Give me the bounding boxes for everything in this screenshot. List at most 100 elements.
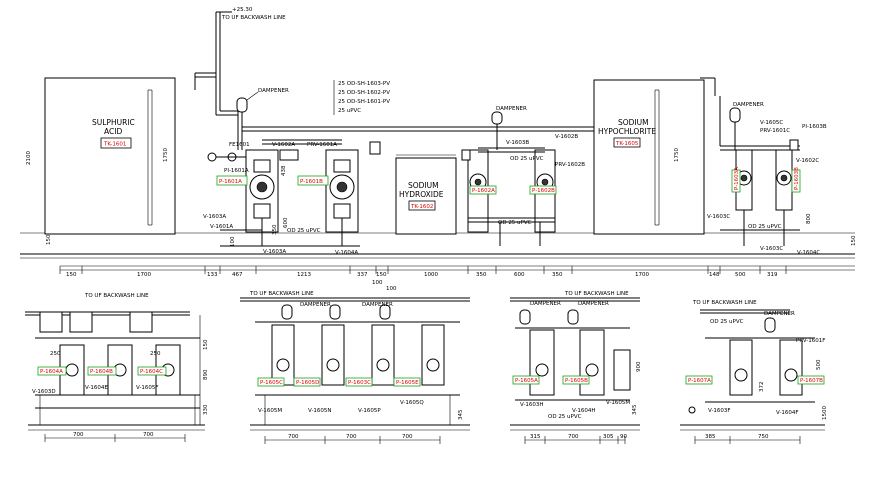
v1603a-bottom-label: V-1603A <box>263 249 286 255</box>
d2-tag-4: V-1605Q <box>400 400 424 406</box>
sodium-hydroxide-tank <box>395 154 457 235</box>
pi1601a-label: PI-1601A <box>224 168 249 174</box>
d1-vdim-2: 330 <box>203 404 209 415</box>
hypochlorite-name-2: HYPOCHLORITE <box>598 127 656 136</box>
d4-tag-3: PRV-1601F <box>796 338 825 344</box>
dampener-label-1: DAMPENER <box>258 88 289 94</box>
d2-dim-1: 700 <box>288 434 299 440</box>
d1-pump-2: P-1604B <box>90 369 113 375</box>
d3-dampener-2: DAMPENER <box>578 301 609 307</box>
d2-dim-2: 700 <box>346 434 357 440</box>
d1-tag-1: V-1603D <box>32 389 56 395</box>
v1602a-label: V-1602A <box>272 142 295 148</box>
pipe-list-3: 25 OD-SH-1601-PV <box>338 99 390 105</box>
dim-top-3: 133 <box>207 272 218 278</box>
dim-top-15: 319 <box>767 272 778 278</box>
pump-set-1 <box>207 139 381 247</box>
hydroxide-tag: TK-1602 <box>410 204 433 210</box>
d3-tag-1: V-1603H <box>520 402 544 408</box>
d3-dim-3: 305 <box>603 434 614 440</box>
d2-tag-2: V-1605N <box>308 408 332 414</box>
dim-top-8: 1000 <box>424 272 438 278</box>
dim-top-6: 337 <box>357 272 368 278</box>
sulphuric-tag: TK-1601 <box>103 142 126 148</box>
dim-top-7: 150 <box>376 272 387 278</box>
d4-pump-1: P-1607A <box>688 378 711 384</box>
dim-top-10: 600 <box>514 272 525 278</box>
v1605c-label: V-1605C <box>760 120 783 126</box>
sodium-hypochlorite-tank <box>593 77 716 235</box>
d1-vdim-5: 150 <box>203 339 209 350</box>
d2-dim-3: 700 <box>402 434 413 440</box>
prv1601c-label: PRV-1601C <box>760 128 790 134</box>
v1604c-label: V-1604C <box>797 250 820 256</box>
d4-dampener: DAMPENER <box>764 311 795 317</box>
dampener-left <box>236 91 259 113</box>
dim-v-8: 1750 <box>674 148 680 162</box>
d3-pump-2: P-1605B <box>565 378 588 384</box>
pi1603b-label: PI-1603B <box>802 124 827 130</box>
d2-dampener-2: DAMPENER <box>362 302 393 308</box>
sulphuric-name-1: SULPHURIC <box>92 118 135 127</box>
pipe-od25-label-3: OD 25 uPVC <box>498 220 532 226</box>
d4-vdim-2: 372 <box>759 382 765 393</box>
d3-dampener-1: DAMPENER <box>530 301 561 307</box>
pump-tag-top-1: P-1601A <box>219 179 242 185</box>
d2-vdim-1: 345 <box>458 409 464 420</box>
pump-tag-top-3: P-1602A <box>472 188 495 194</box>
d1-dim-1: 700 <box>73 432 84 438</box>
dim-v-6: 600 <box>283 217 289 228</box>
prv1601a-label: PRV-1601A <box>307 142 337 148</box>
hydroxide-name-2: HYDROXIDE <box>399 190 444 199</box>
d1-pump-3: P-1604C <box>140 369 163 375</box>
d4-label: TO UF BACKWASH LINE <box>692 300 757 306</box>
dim-v-4: 438 <box>281 165 287 176</box>
d3-dim-4: 90 <box>620 434 627 440</box>
dim-top-17: 100 <box>386 286 397 292</box>
pipe-list-2: 25 OD-SH-1602-PV <box>338 90 390 96</box>
pipe-od25-label-4: OD 25 uPVC <box>748 224 782 230</box>
dim-v-3: 150 <box>46 234 52 245</box>
dim-v-2: 1750 <box>163 148 169 162</box>
detail-4 <box>680 309 825 444</box>
d3-dim-1: 315 <box>530 434 541 440</box>
dim-v-1: 2100 <box>26 151 32 165</box>
d2-tag-3: V-1605P <box>358 408 381 414</box>
d3-tag-3: V-1605M <box>606 400 630 406</box>
dim-top-2: 1700 <box>137 272 151 278</box>
d2-pump-3: P-1603C <box>348 380 371 386</box>
dim-top-12: 1700 <box>635 272 649 278</box>
d1-vdim-4: 250 <box>150 351 161 357</box>
dim-v-5: 350 <box>272 224 278 235</box>
sulphuric-name-2: ACID <box>104 127 122 136</box>
dim-top-14: 500 <box>735 272 746 278</box>
d1-dim-2: 700 <box>143 432 154 438</box>
d1-pump-1: P-1604A <box>40 369 63 375</box>
pump-set-3 <box>719 96 800 246</box>
hypochlorite-name-1: SODIUM <box>618 118 649 127</box>
v1603c-label: V-1603C <box>707 214 730 220</box>
sulphuric-acid-tank <box>44 77 176 235</box>
v1604a-label: V-1604A <box>335 250 358 256</box>
d4-tag-1: V-1603F <box>708 408 731 414</box>
hypochlorite-tag: TK-1605 <box>615 141 639 147</box>
d4-dim-2: 750 <box>758 434 769 440</box>
dim-top-1: 150 <box>66 272 77 278</box>
ground-lines <box>20 232 855 267</box>
d1-vdim-3: 250 <box>50 351 61 357</box>
d1-tag-3: V-1605F <box>136 385 159 391</box>
dim-top-11: 350 <box>552 272 563 278</box>
d3-tag-2: V-1604H <box>572 408 596 414</box>
hydroxide-name-1: SODIUM <box>408 181 439 190</box>
top-dimension-row <box>59 266 855 274</box>
v1601a-label: V-1601A <box>210 224 233 230</box>
top-pipe-label: TO UF BACKWASH LINE <box>221 15 286 21</box>
d1-label: TO UF BACKWASH LINE <box>84 293 149 299</box>
d3-pipe-label: OD 25 uPVC <box>548 414 582 420</box>
d4-vdim-1: 500 <box>816 359 822 370</box>
detail-3 <box>510 297 640 444</box>
dim-v-10: 150 <box>851 235 857 246</box>
d2-label: TO UF BACKWASH LINE <box>249 291 314 297</box>
dim-top-4: 467 <box>232 272 243 278</box>
